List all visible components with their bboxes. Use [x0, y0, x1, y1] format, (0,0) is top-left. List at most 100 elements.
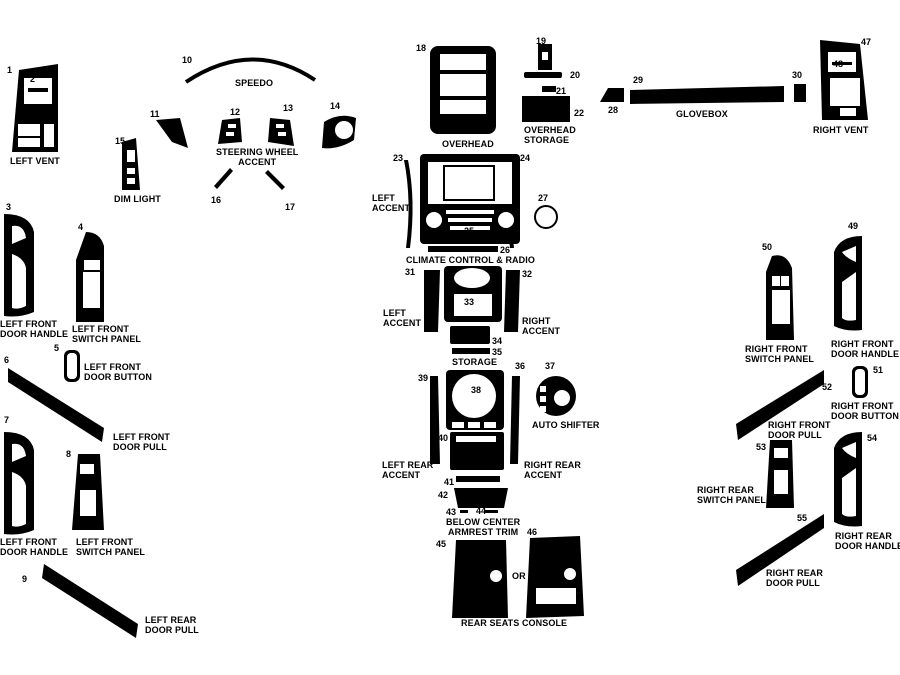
- label-overhead: OVERHEAD: [442, 139, 494, 149]
- part-overhead: [430, 46, 496, 134]
- label-left-accent-upper: LEFT ACCENT: [372, 193, 411, 213]
- part-number: 13: [283, 103, 294, 113]
- label-right-vent: RIGHT VENT: [813, 125, 869, 135]
- part-11: [156, 118, 188, 148]
- part-number: 4: [78, 222, 84, 232]
- part-31: [424, 270, 440, 332]
- part-35: [452, 348, 490, 354]
- part-right-front-switch-panel: [766, 255, 794, 340]
- label-left-rear-door-pull: LEFT REAR DOOR PULL: [145, 615, 199, 635]
- part-number: 32: [522, 269, 533, 279]
- label-left-accent-lower: LEFT ACCENT: [383, 308, 422, 328]
- label-or: OR: [512, 571, 526, 581]
- label-right-front-switch-panel: RIGHT FRONT SWITCH PANEL: [745, 344, 815, 364]
- part-number: 55: [797, 513, 808, 523]
- part-number: 37: [545, 361, 556, 371]
- part-44: [484, 510, 498, 513]
- part-number: 23: [393, 153, 404, 163]
- part-number: 10: [182, 55, 193, 65]
- part-number: 47: [861, 37, 872, 47]
- part-number: 17: [285, 202, 296, 212]
- part-number: 24: [520, 153, 531, 163]
- label-right-front-door-button: RIGHT FRONT DOOR BUTTON: [831, 401, 899, 421]
- part-27: [534, 205, 558, 229]
- label-right-front-door-pull: RIGHT FRONT DOOR PULL: [768, 420, 831, 440]
- part-number: 19: [536, 36, 547, 46]
- label-left-front-door-handle-2: LEFT FRONT DOOR HANDLE: [0, 537, 69, 557]
- part-left-front-door-pull: [8, 368, 104, 442]
- part-right-rear-door-pull: [736, 514, 824, 586]
- part-right-front-door-button: [852, 366, 868, 398]
- part-number: 20: [570, 70, 581, 80]
- part-number: 1: [7, 65, 13, 75]
- part-number: 12: [230, 107, 241, 117]
- part-number: 31: [405, 267, 416, 277]
- part-36: [510, 376, 520, 464]
- label-steering-wheel-accent: STEERING WHEEL ACCENT: [216, 147, 299, 167]
- part-45: [452, 540, 508, 618]
- label-left-front-switch-panel-2: LEFT FRONT SWITCH PANEL: [76, 537, 146, 557]
- part-30: [794, 84, 806, 102]
- part-left-front-door-handle-1: [4, 214, 34, 317]
- part-number: 22: [574, 108, 585, 118]
- label-glovebox: GLOVEBOX: [676, 109, 728, 119]
- label-left-front-switch-panel-1: LEFT FRONT SWITCH PANEL: [72, 324, 142, 344]
- part-number: 41: [444, 477, 455, 487]
- part-16: [214, 168, 233, 189]
- part-dim-light: [122, 138, 140, 190]
- label-below-center-armrest-trim: BELOW CENTER ARMREST TRIM: [446, 517, 521, 537]
- part-14: [322, 115, 356, 149]
- part-26: [428, 246, 498, 252]
- part-number: 35: [492, 347, 503, 357]
- part-right-front-door-pull: [736, 370, 824, 440]
- part-number: 43: [446, 507, 457, 517]
- part-speedo: [184, 57, 317, 84]
- part-climate-control-radio: [420, 154, 520, 244]
- part-46: [526, 536, 584, 618]
- part-41: [456, 476, 500, 482]
- label-right-rear-door-handle: RIGHT REAR DOOR HANDLE: [835, 531, 900, 551]
- part-number: 5: [54, 343, 60, 353]
- part-glovebox: [630, 86, 784, 104]
- part-number: 54: [867, 433, 878, 443]
- label-right-rear-door-pull: RIGHT REAR DOOR PULL: [766, 568, 823, 588]
- label-rear-seats-console: REAR SEATS CONSOLE: [461, 618, 568, 628]
- label-dim-light: DIM LIGHT: [114, 194, 161, 204]
- part-number: 29: [633, 75, 644, 85]
- part-number: 30: [792, 70, 803, 80]
- part-number: 51: [873, 365, 884, 375]
- label-auto-shifter: AUTO SHIFTER: [532, 420, 600, 430]
- part-17: [265, 170, 285, 190]
- part-34: [450, 326, 490, 344]
- part-number: 8: [66, 449, 72, 459]
- label-left-front-door-handle-1: LEFT FRONT DOOR HANDLE: [0, 319, 69, 339]
- part-number: 6: [4, 355, 10, 365]
- label-left-vent: LEFT VENT: [10, 156, 60, 166]
- part-number: 53: [756, 442, 767, 452]
- label-left-front-door-pull: LEFT FRONT DOOR PULL: [113, 432, 170, 452]
- part-number: 25: [464, 226, 475, 236]
- part-43: [460, 510, 468, 513]
- label-overhead-storage: OVERHEAD STORAGE: [524, 125, 576, 145]
- part-number: 34: [492, 336, 503, 346]
- part-number: 36: [515, 361, 526, 371]
- label-right-accent: RIGHT ACCENT: [522, 316, 561, 336]
- part-left-rear-door-pull: [42, 564, 138, 638]
- part-overhead-storage: [522, 44, 570, 122]
- part-left-front-door-button: [64, 350, 80, 382]
- label-right-rear-switch-panel: RIGHT REAR SWITCH PANEL: [697, 485, 767, 505]
- part-right-front-door-handle: [834, 236, 862, 331]
- part-left-front-switch-panel-1: [76, 232, 104, 322]
- part-number: 28: [608, 105, 619, 115]
- part-number: 38: [471, 385, 482, 395]
- part-40: [450, 432, 504, 470]
- part-number: 48: [833, 59, 844, 69]
- part-39: [430, 376, 440, 464]
- part-32: [504, 270, 520, 332]
- part-13: [268, 118, 294, 146]
- part-right-rear-switch-panel: [766, 440, 794, 508]
- part-number: 27: [538, 193, 549, 203]
- part-number: 21: [556, 86, 567, 96]
- label-left-rear-accent: LEFT REAR ACCENT: [382, 460, 434, 480]
